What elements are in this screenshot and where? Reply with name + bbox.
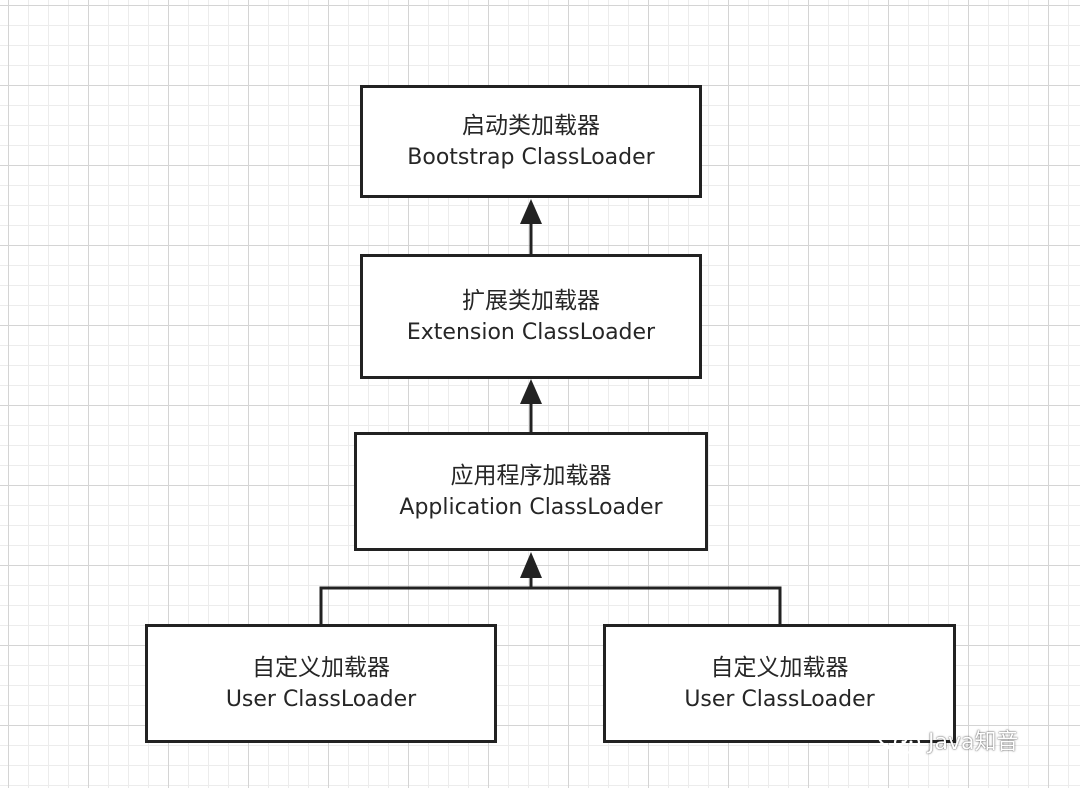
- arrowhead-to-application: [520, 552, 542, 578]
- arrowhead-to-bootstrap: [520, 199, 542, 224]
- node-bootstrap-zh-label: 启动类加载器: [462, 112, 600, 139]
- node-application-classloader: 应用程序加载器 Application ClassLoader: [354, 432, 708, 551]
- node-user-classloader-left: 自定义加载器 User ClassLoader: [145, 624, 497, 743]
- node-bootstrap-classloader: 启动类加载器 Bootstrap ClassLoader: [360, 85, 702, 198]
- node-user-right-en-label: User ClassLoader: [684, 686, 875, 712]
- node-bootstrap-en-label: Bootstrap ClassLoader: [407, 144, 655, 170]
- node-user-left-en-label: User ClassLoader: [225, 686, 417, 712]
- node-extension-zh-label: 扩展类加载器: [462, 287, 600, 314]
- watermark-text: Java知音: [928, 730, 1019, 755]
- node-application-en-label: Application ClassLoader: [399, 494, 663, 520]
- node-user-left-zh-label: 自定义加载器: [252, 654, 390, 681]
- node-application-zh-label: 应用程序加载器: [450, 462, 612, 489]
- node-user-right-zh-label: 自定义加载器: [710, 654, 849, 681]
- node-extension-en-label: Extension ClassLoader: [406, 319, 656, 345]
- watermark: Java知音: [876, 722, 1018, 758]
- node-user-classloader-right: 自定义加载器 User ClassLoader: [603, 624, 956, 743]
- wechat-icon: [876, 722, 922, 758]
- edge-user-left-to-application: [319, 586, 531, 624]
- edge-user-right-to-application: [531, 586, 782, 624]
- arrowhead-to-extension: [520, 379, 542, 404]
- node-extension-classloader: 扩展类加载器 Extension ClassLoader: [360, 254, 702, 379]
